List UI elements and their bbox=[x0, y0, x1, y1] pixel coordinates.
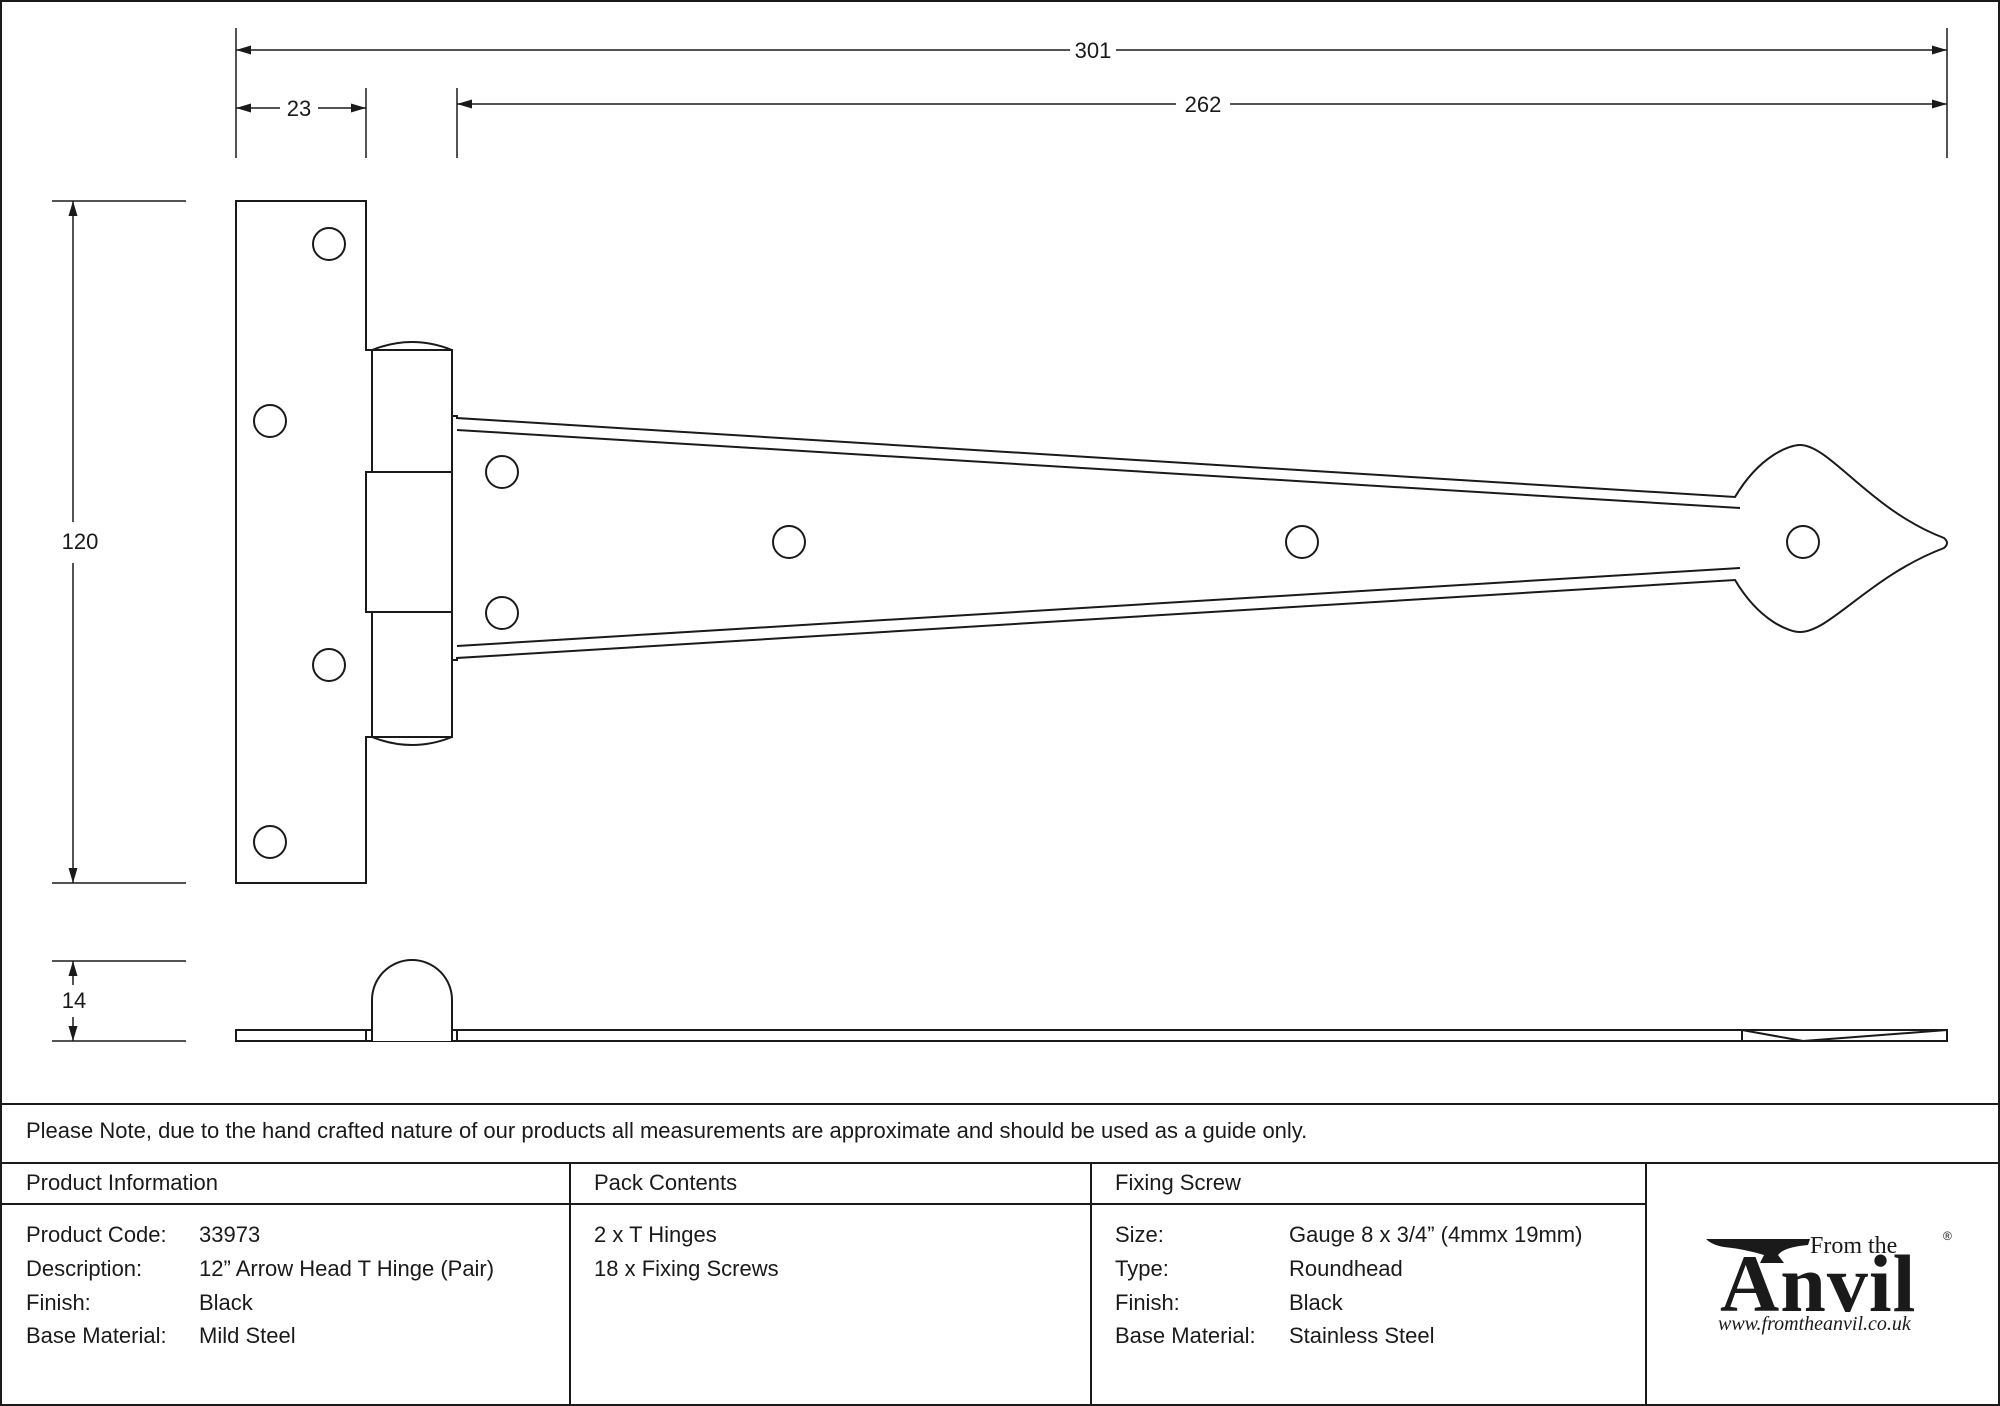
description-value: 12” Arrow Head T Hinge (Pair) bbox=[199, 1256, 495, 1281]
screw-hole bbox=[485, 596, 519, 630]
knuckle-middle bbox=[365, 471, 453, 613]
screw-hole bbox=[1786, 525, 1820, 559]
fixing-screw-heading: Fixing Screw bbox=[1115, 1170, 1241, 1195]
pack-item: 2 x T Hinges bbox=[594, 1222, 717, 1247]
base-material-value: Mild Steel bbox=[199, 1323, 296, 1348]
logo-brand: Anvil bbox=[1720, 1238, 1917, 1329]
screw-hole bbox=[253, 404, 287, 438]
dim-overall-length: 301 bbox=[1075, 38, 1112, 63]
measurement-note: Please Note, due to the hand crafted nat… bbox=[26, 1118, 1308, 1143]
dim-height: 120 bbox=[62, 529, 99, 554]
logo-url: www.fromtheanvil.co.uk bbox=[1718, 1313, 1911, 1335]
dim-leaf-length: 262 bbox=[1185, 92, 1222, 117]
product-code-value: 33973 bbox=[199, 1222, 261, 1247]
from-the-anvil-logo: From the ® Anvil www.fromtheanvil.co.uk bbox=[1700, 1225, 1960, 1345]
screw-hole bbox=[1285, 525, 1319, 559]
anvil-icon bbox=[1706, 1239, 1810, 1263]
hinge-plan-view bbox=[235, 200, 1948, 884]
finish-label: Finish: bbox=[26, 1290, 91, 1315]
dimension-lines bbox=[52, 28, 1948, 1042]
screw-hole bbox=[772, 525, 806, 559]
screw-finish-label: Finish: bbox=[1115, 1290, 1180, 1315]
knuckle-bottom bbox=[371, 611, 453, 738]
screw-finish-value: Black bbox=[1289, 1290, 1343, 1315]
logo-from-the: From the bbox=[1810, 1233, 1898, 1259]
knuckle-side bbox=[371, 959, 453, 1041]
base-material-label: Base Material: bbox=[26, 1323, 167, 1348]
arrow-leaf bbox=[451, 415, 1948, 661]
hinge-side-view bbox=[235, 959, 1948, 1043]
screw-type-value: Roundhead bbox=[1289, 1256, 1403, 1281]
screw-material-label: Base Material: bbox=[1115, 1323, 1256, 1348]
screw-material-value: Stainless Steel bbox=[1289, 1323, 1435, 1348]
knuckle-top bbox=[371, 349, 453, 473]
screw-hole bbox=[312, 227, 346, 261]
dim-strap-width: 23 bbox=[287, 96, 311, 121]
screw-hole bbox=[253, 825, 287, 859]
screw-size-label: Size: bbox=[1115, 1222, 1164, 1247]
info-table-grid bbox=[0, 1103, 2000, 1406]
finish-value: Black bbox=[199, 1290, 253, 1315]
screw-hole bbox=[485, 455, 519, 489]
description-label: Description: bbox=[26, 1256, 143, 1281]
screw-hole bbox=[312, 648, 346, 682]
product-code-label: Product Code: bbox=[26, 1222, 167, 1247]
screw-type-label: Type: bbox=[1115, 1256, 1169, 1281]
pack-contents-heading: Pack Contents bbox=[594, 1170, 738, 1195]
screw-size-value: Gauge 8 x 3/4” (4mmx 19mm) bbox=[1289, 1222, 1583, 1247]
strap-plate bbox=[235, 200, 373, 884]
dim-thickness: 14 bbox=[62, 988, 86, 1013]
registered-mark: ® bbox=[1943, 1229, 1952, 1243]
product-info-heading: Product Information bbox=[26, 1170, 218, 1195]
pack-item: 18 x Fixing Screws bbox=[594, 1256, 779, 1281]
